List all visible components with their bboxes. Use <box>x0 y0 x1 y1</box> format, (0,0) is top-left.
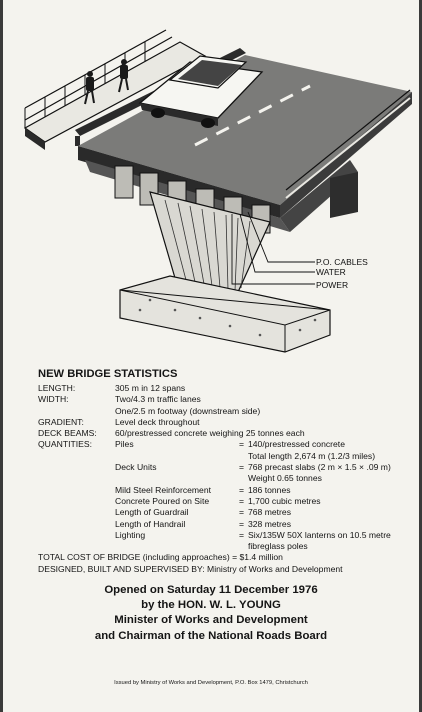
opening-line-minister: Minister of Works and Development <box>114 614 308 627</box>
scan-edge-left <box>0 0 3 712</box>
stat-width: WIDTH: Two/4.3 m traffic lanes <box>38 394 201 405</box>
stat-gradient: GRADIENT: Level deck throughout <box>38 416 200 427</box>
issued-by-footer: Issued by Ministry of Works and Developm… <box>114 680 308 686</box>
pedestrians <box>84 59 129 105</box>
service-leader-lines <box>231 211 315 285</box>
scan-edge-right <box>419 0 422 712</box>
stat-handrail: Length of Handrail = 328 metres <box>115 518 291 529</box>
stats-title: NEW BRIDGE STATISTICS <box>38 368 178 380</box>
opening-line-chairman: and Chairman of the National Roads Board <box>94 629 328 642</box>
bridge-statistics: NEW BRIDGE STATISTICS LENGTH: 305 m in 1… <box>38 367 412 575</box>
opening-line-date: Opened on Saturday 11 December 1976 <box>104 584 318 596</box>
stat-lighting-cont: fibreglass poles <box>248 541 308 552</box>
stat-width-cont: One/2.5 m footway (downstream side) <box>115 405 261 416</box>
stat-deck-units-cont: Weight 0.65 tonnes <box>248 473 322 484</box>
stat-concrete: Concrete Poured on Site = 1,700 cubic me… <box>115 495 321 506</box>
label-power: POWER <box>316 280 348 290</box>
stat-length: LENGTH: 305 m in 12 spans <box>38 383 186 393</box>
stat-total-cost: TOTAL COST OF BRIDGE (including approach… <box>38 552 283 563</box>
label-water: WATER <box>316 267 346 277</box>
bridge-cutaway-illustration: P.O. CABLES WATER POWER <box>23 29 412 353</box>
stat-steel: Mild Steel Reinforcement = 186 tonnes <box>115 484 291 495</box>
opening-line-by: by the HON. W. L. YOUNG <box>141 599 281 612</box>
stat-lighting: Lighting = Six/135W 50X lanterns on 10.5… <box>115 529 391 540</box>
opening-statement: Opened on Saturday 11 December 1976 by t… <box>0 583 422 644</box>
stat-designed-by: DESIGNED, BUILT AND SUPERVISED BY: Minis… <box>38 563 343 574</box>
stat-deck-units: Deck Units = 768 precast slabs (2 m × 1.… <box>115 462 391 473</box>
stat-piles-cont: Total length 2,674 m (1.2/3 miles) <box>248 450 376 461</box>
label-po-cables: P.O. CABLES <box>316 257 368 267</box>
stat-piles: QUANTITIES: Piles = 140/prestressed conc… <box>38 439 345 450</box>
car <box>138 55 264 128</box>
pile-cap <box>119 275 331 353</box>
stat-guardrail: Length of Guardrail = 768 metres <box>115 507 291 518</box>
stat-deck-beams: DECK BEAMS: 60/prestressed concrete weig… <box>38 428 305 439</box>
